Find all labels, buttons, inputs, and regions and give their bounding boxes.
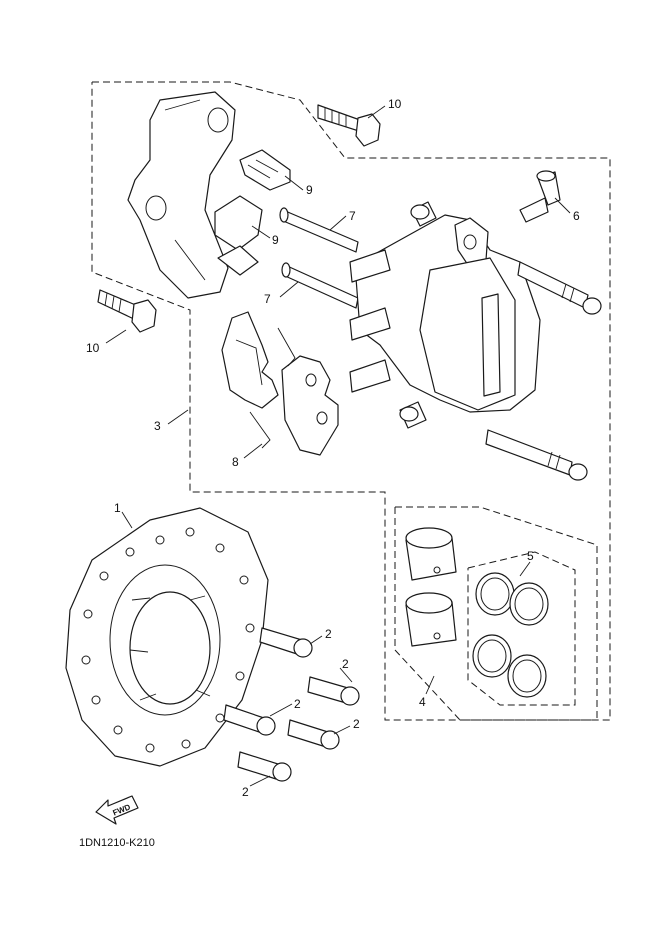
- caliper-bracket: [127, 91, 236, 299]
- callout-9: 9: [272, 233, 279, 247]
- piston-upper: [405, 527, 457, 581]
- disc-bolt: [307, 676, 360, 706]
- callout-2: 2: [294, 697, 301, 711]
- callout-2: 2: [342, 657, 349, 671]
- disc-bolt: [237, 751, 292, 782]
- diagram-code: 1DN1210-K210: [79, 837, 155, 849]
- bracket-bolt-upper: [317, 104, 381, 147]
- bleed-valve: [519, 170, 561, 223]
- disc-bolt: [287, 719, 340, 750]
- disc-holes: [81, 527, 255, 753]
- bolt-boot-upper: [410, 201, 437, 227]
- callout-10: 10: [86, 341, 100, 355]
- callout-3: 3: [154, 419, 161, 433]
- caliper-bolt-lower: [485, 429, 588, 481]
- callout-2: 2: [353, 717, 360, 731]
- callout-10: 10: [388, 97, 402, 111]
- callout-labels: 10 9 6 7 9 7 10 3 8 1 5 2 2 4 2 2 2: [86, 97, 580, 799]
- slide-pin-upper: [279, 207, 359, 253]
- slide-pin-lower: [281, 262, 359, 309]
- piston-seal-kit: [472, 572, 549, 698]
- callout-8: 8: [232, 455, 239, 469]
- callout-2: 2: [242, 785, 249, 799]
- bracket-bolt-lower: [97, 289, 157, 333]
- callout-1: 1: [114, 501, 121, 515]
- caliper-bolt-upper: [517, 261, 602, 315]
- brake-pad-right: [281, 355, 339, 456]
- callout-7: 7: [264, 292, 271, 306]
- callout-7: 7: [349, 209, 356, 223]
- bolt-boot-lower: [399, 401, 427, 429]
- leader-lines: [105, 105, 571, 787]
- disc-bolt: [223, 704, 276, 736]
- pad-spring-upper: [239, 149, 291, 191]
- assembly-boundary: [91, 81, 611, 721]
- pad-spring-lower: [214, 195, 263, 276]
- disc-bolt: [259, 627, 313, 658]
- brake-disc: [65, 507, 269, 767]
- piston-lower: [405, 592, 457, 647]
- callout-2: 2: [325, 627, 332, 641]
- callout-4: 4: [419, 695, 426, 709]
- pad-clip: [249, 327, 296, 449]
- callout-9: 9: [306, 183, 313, 197]
- callout-6: 6: [573, 209, 580, 223]
- callout-5: 5: [527, 549, 534, 563]
- caliper-body: [349, 214, 541, 413]
- brake-pad-left: [221, 311, 279, 409]
- forward-arrow-icon: FWD: [95, 795, 139, 825]
